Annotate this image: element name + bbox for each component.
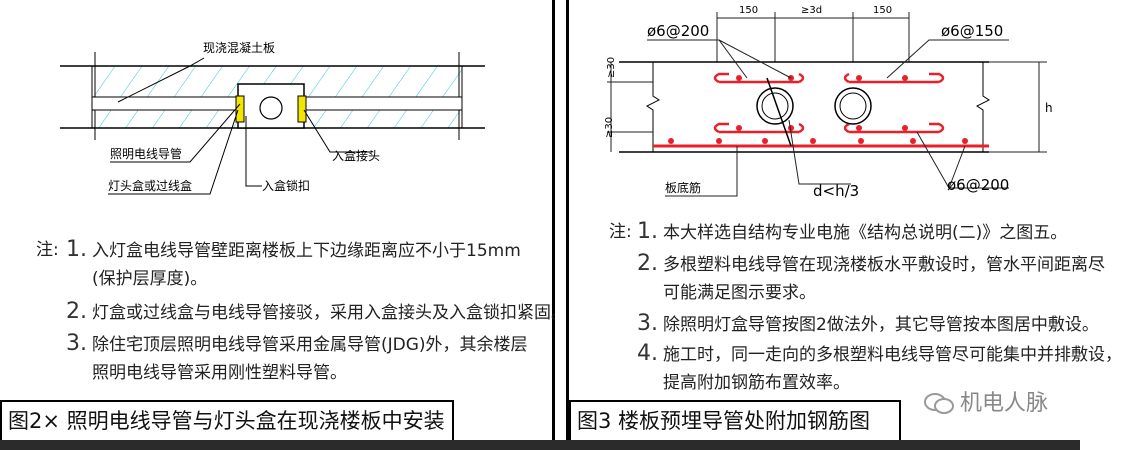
- label-conduit: 照明电线导管: [110, 146, 182, 161]
- watermark-text: 机电人脉: [959, 391, 1048, 416]
- fig3-caption: 图3 楼板预埋导管处附加钢筋图: [569, 400, 901, 440]
- label-box: 灯头盒或过线盒: [108, 178, 192, 193]
- rebar-dots: [668, 75, 968, 144]
- fig2-note-1: 1.入灯盒电线导管壁距离楼板上下边缘距离应不小于15mm (保护层厚度)。: [66, 237, 521, 289]
- fig3-notes: 注:: [609, 218, 632, 246]
- figure-2-drawing: 现浇混凝土板 照明电线导管 灯头盒或过线盒 入盒锁扣 入盒接头: [60, 40, 485, 195]
- label-connector: 入盒接头: [332, 148, 380, 163]
- left-conduit: [91, 96, 241, 111]
- dim-right: 150: [873, 5, 892, 16]
- dim-left: 150: [739, 5, 758, 16]
- label-bottom-right: ø6@200: [947, 176, 1009, 194]
- dim-cover-top: ≥30: [606, 57, 617, 78]
- dim-mid: ≥3d: [801, 5, 822, 16]
- watermark: 机电人脉: [923, 385, 1048, 417]
- label-top-left: ø6@200: [647, 22, 709, 40]
- right-conduit: [301, 96, 463, 111]
- fig3-note-prefix: 注:: [609, 222, 632, 242]
- rebar-top-left: [713, 72, 805, 84]
- label-diameter: d<h/3: [813, 182, 859, 200]
- window-bottom-strip: [0, 440, 1080, 450]
- fig3-note-3: 3.除照明灯盒导管按图2做法外，其它导管按本图居中敷设。: [637, 311, 1099, 336]
- figure-3-panel: 150 ≥3d 150 ≥30 ≥30 h: [566, 0, 1122, 440]
- label-top-right: ø6@150: [941, 22, 1003, 40]
- label-slab: 现浇混凝土板: [203, 40, 275, 55]
- fig2-notes: 注:: [36, 236, 59, 264]
- dim-cover-bottom: ≥30: [604, 117, 615, 138]
- left-lock: [235, 95, 245, 123]
- fig2-note-2: 2.灯盒或过线盒与电线导管接驳，采用入盒接头及入盒锁扣紧固。: [66, 299, 568, 324]
- dim-h: h: [1045, 101, 1053, 115]
- fig3-note-4: 4.施工时，同一走向的多根塑料电线导管尽可能集中并排敷设， 提高附加钢筋布置效率…: [637, 341, 1122, 393]
- fig2-note-3: 3.除住宅顶层照明电线导管采用金属导管(JDG)外，其余楼层 照明电线导管采用刚…: [66, 331, 528, 383]
- rebar-bottom-right: [843, 122, 945, 134]
- figure-3-drawing: 150 ≥3d 150 ≥30 ≥30 h: [604, 5, 1053, 200]
- fig2-caption: 图2× 照明电线导管与灯头盒在现浇楼板中安装: [0, 400, 454, 440]
- fig3-note-1: 1.本大样选自结构专业电施《结构总说明(二)》之图五。: [637, 219, 1068, 244]
- fig2-note-prefix: 注:: [36, 240, 59, 260]
- label-bottom-rebar: 板底筋: [665, 180, 701, 195]
- fig3-note-2: 2.多根塑料电线导管在现浇楼板水平敷设时，管水平间距离尽 可能满足图示要求。: [637, 251, 1105, 303]
- chat-bubble-icon: [923, 393, 954, 414]
- panel-gap: [555, 0, 563, 450]
- rebar-top-right: [843, 72, 945, 84]
- right-lock: [297, 95, 307, 123]
- figure-2-panel: 现浇混凝土板 照明电线导管 灯头盒或过线盒 入盒锁扣 入盒接头 注: 1.入灯盒…: [0, 0, 568, 440]
- label-lock: 入盒锁扣: [262, 178, 310, 193]
